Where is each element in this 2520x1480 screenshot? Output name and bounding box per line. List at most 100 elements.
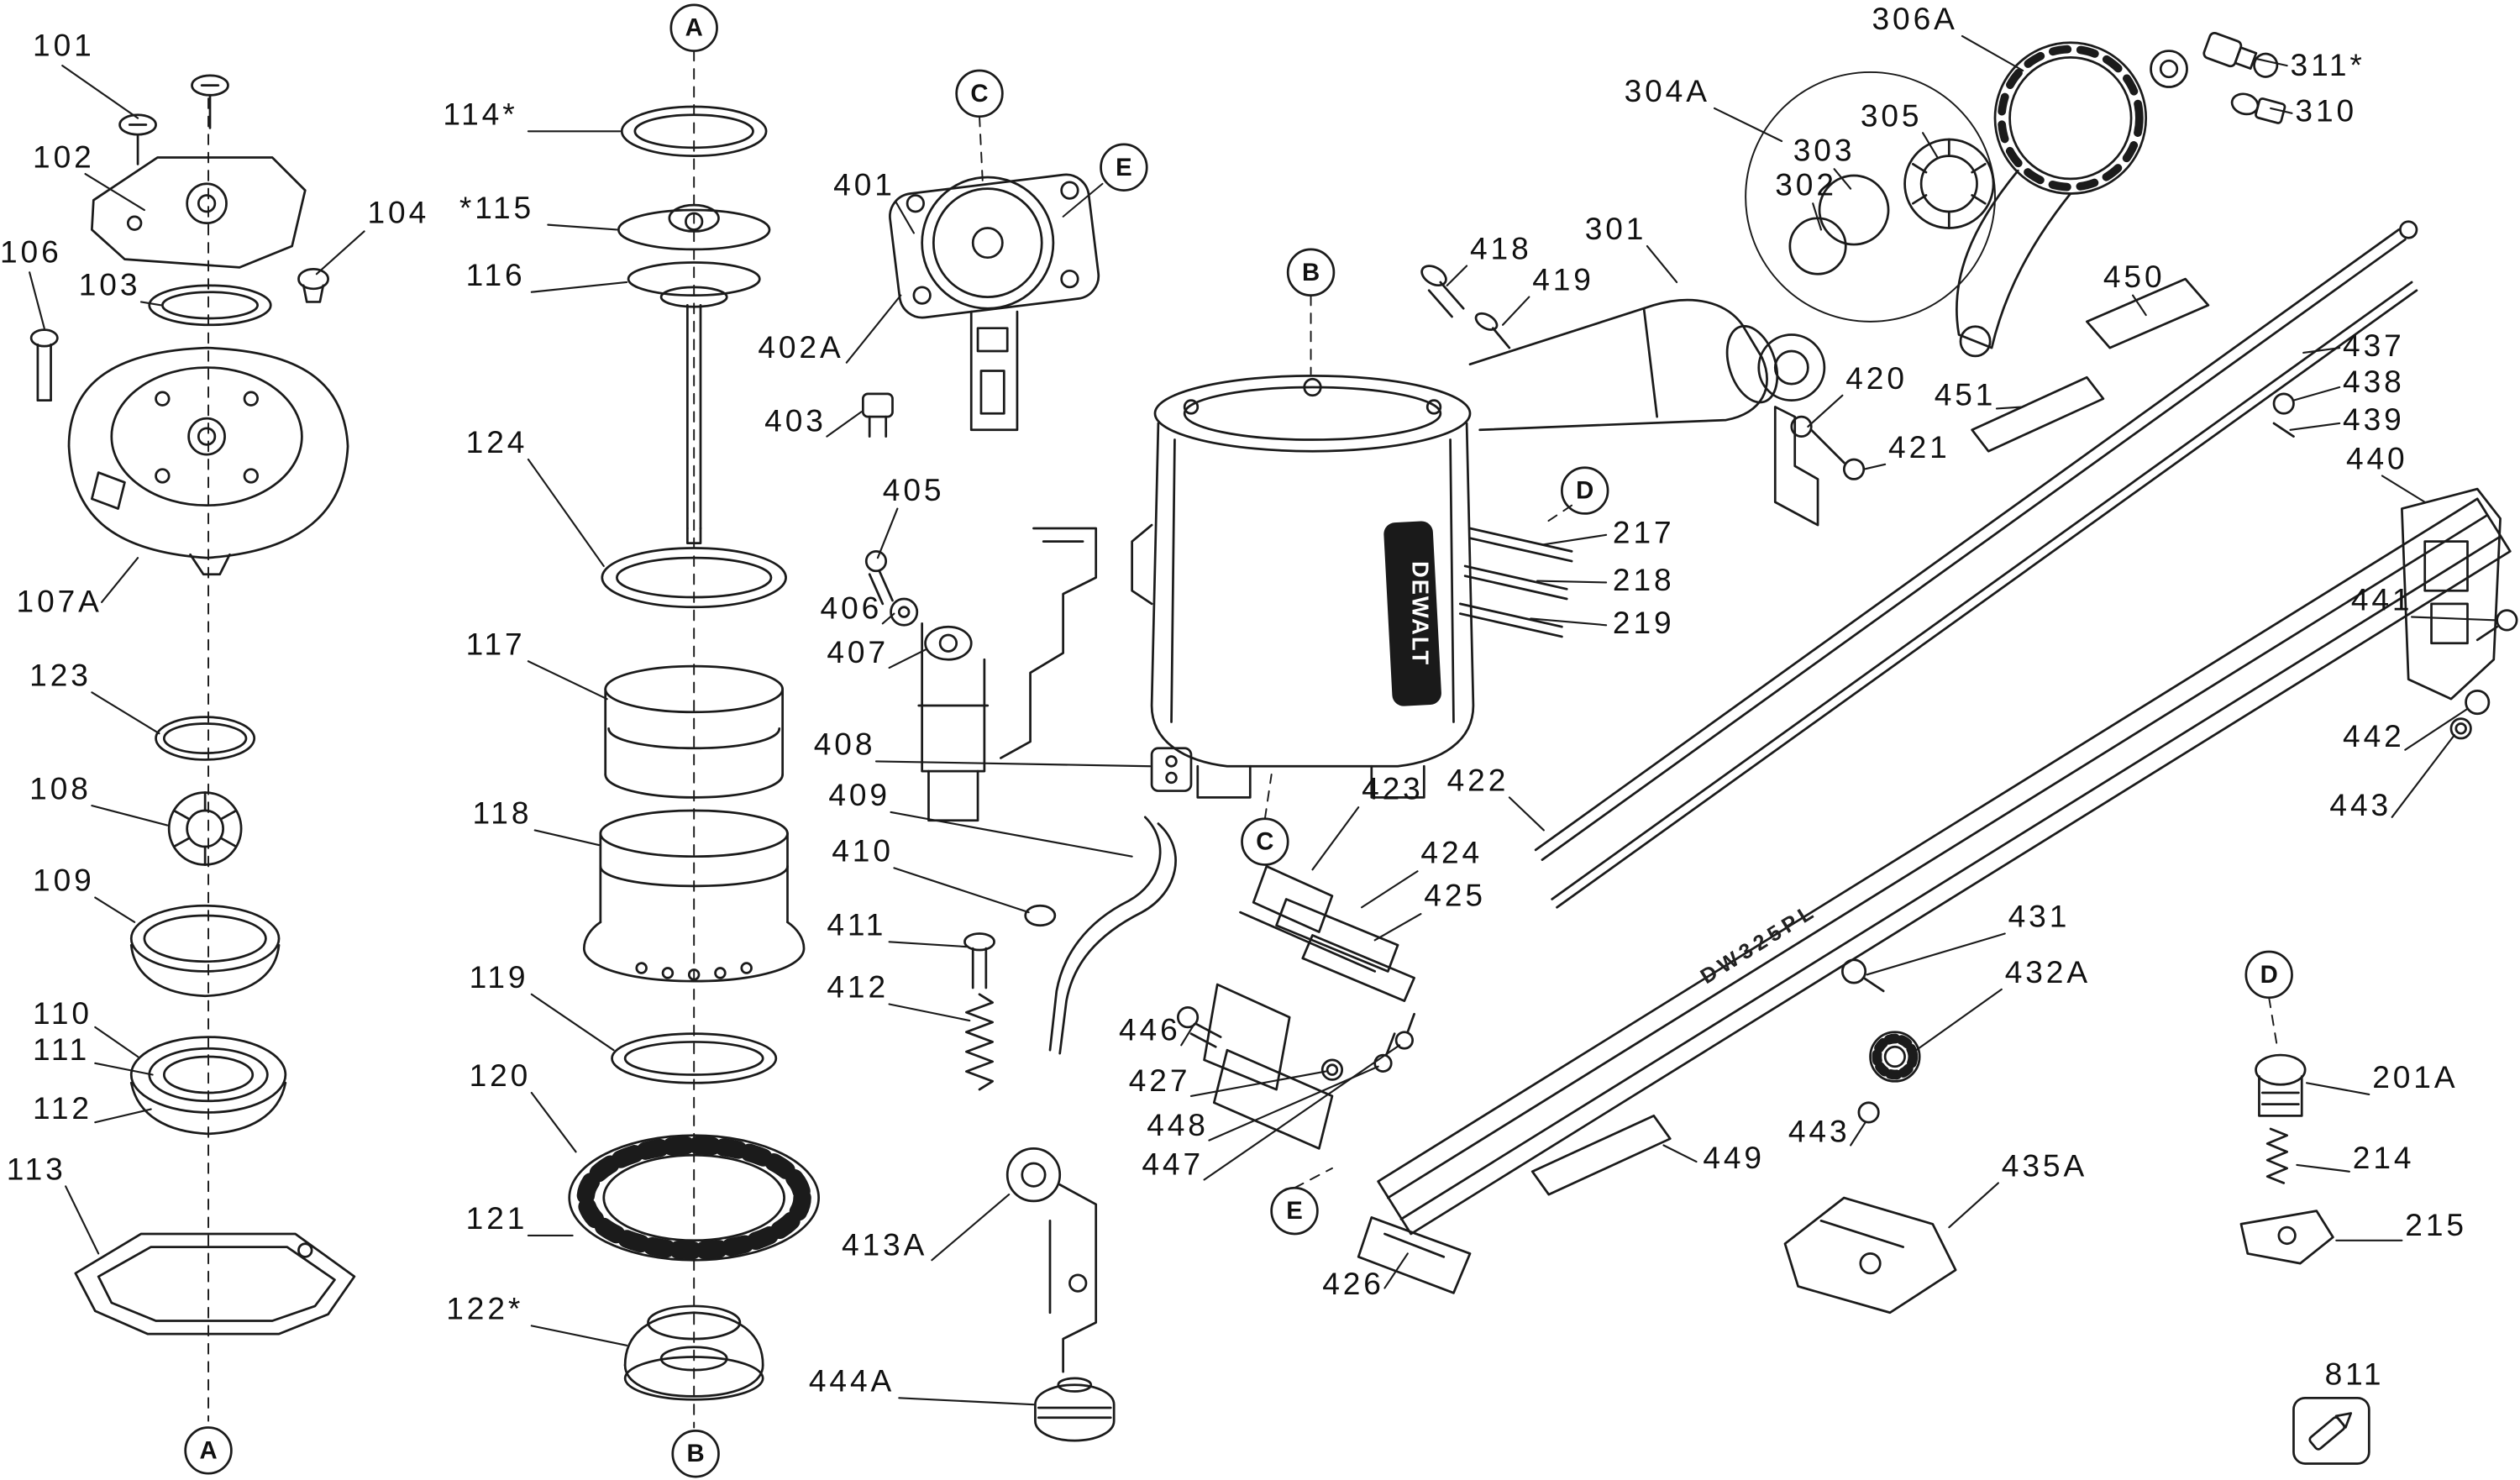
leader-line-116 — [530, 281, 628, 293]
leader-line-443 — [1850, 1121, 1866, 1147]
part-412-spring-art — [965, 993, 995, 1091]
part-label-302: 302 — [1775, 166, 1837, 202]
part-label-427: 427 — [1129, 1063, 1191, 1098]
part-label-421: 421 — [1888, 429, 1950, 464]
part-label-426: 426 — [1322, 1266, 1384, 1301]
part-label-218: 218 — [1613, 562, 1675, 597]
leader-line-104 — [315, 230, 365, 276]
part-432A-gear-art — [1869, 1031, 1921, 1083]
model-number-text: DW325PL — [1697, 899, 1822, 989]
part-114-oring-art — [620, 105, 768, 157]
part-435A-housing-art — [1783, 1196, 1957, 1315]
part-420-421-bracket-art — [1773, 406, 1866, 527]
leader-line-301 — [1646, 244, 1678, 284]
part-214-spring-art — [2265, 1127, 2289, 1184]
leader-line-413A — [931, 1194, 1011, 1262]
leader-line-441 — [2411, 616, 2498, 622]
leader-line-422 — [1508, 796, 1545, 832]
leader-line-407 — [888, 648, 927, 669]
part-449-plate-art — [1530, 1114, 1672, 1196]
section-marker-A: A — [184, 1426, 233, 1475]
leader-line-103 — [139, 301, 162, 307]
handle-art — [1468, 298, 1826, 432]
leader-line-311* — [2256, 58, 2288, 67]
part-label-123: 123 — [29, 658, 92, 693]
leader-line-426 — [1383, 1252, 1409, 1289]
part-label-110: 110 — [33, 995, 92, 1031]
part-label-104: 104 — [368, 195, 430, 230]
leader-line-107A — [101, 557, 139, 603]
svg-text:D: D — [1576, 477, 1593, 505]
part-101-screws-art — [118, 74, 229, 165]
part-label-217: 217 — [1613, 515, 1675, 550]
part-115-piston-art — [617, 203, 771, 251]
leader-line-405 — [876, 507, 899, 559]
part-label-419: 419 — [1532, 262, 1594, 297]
svg-text:C: C — [1256, 828, 1273, 856]
leader-line-425 — [1373, 912, 1422, 942]
part-403-screw-art — [861, 392, 894, 438]
leader-line-302 — [1812, 202, 1823, 231]
part-label-219: 219 — [1613, 605, 1675, 640]
part-label-450: 450 — [2103, 259, 2166, 294]
part-label-451: 451 — [1935, 376, 1997, 412]
leader-line-447 — [1203, 1044, 1401, 1181]
part-108-retainer-art — [167, 791, 243, 866]
part-label-107A: 107A — [17, 584, 102, 619]
leader-line-450 — [2131, 294, 2147, 317]
part-label-410: 410 — [832, 833, 894, 869]
part-107A-cap-art — [67, 346, 349, 576]
leader-line-410 — [893, 867, 1030, 914]
part-106-screw-art — [29, 328, 59, 402]
part-label-*115: *115 — [459, 190, 534, 225]
part-label-305: 305 — [1861, 97, 1923, 133]
leader-line-109 — [94, 896, 136, 923]
part-label-215: 215 — [2405, 1207, 2467, 1242]
leader-line-305 — [1921, 132, 1939, 159]
part-441-443-fasteners-art — [2449, 609, 2518, 740]
trip-valve-art — [2239, 996, 2370, 1465]
svg-text:E: E — [1116, 154, 1132, 181]
leader-line-409 — [890, 811, 1133, 858]
part-label-418: 418 — [1470, 231, 1532, 266]
part-310-fitting-art — [2230, 92, 2286, 124]
part-446-448-fasteners-art — [1176, 1006, 1415, 1081]
part-426-bracket-art — [1357, 1216, 1472, 1294]
part-label-401: 401 — [833, 166, 895, 202]
part-117-cylinder-art — [604, 664, 785, 799]
part-label-122*: 122* — [446, 1291, 523, 1326]
part-label-402A: 402A — [758, 329, 843, 365]
leader-line-101 — [61, 65, 139, 119]
leader-line-403 — [826, 411, 863, 438]
leader-line-423 — [1311, 806, 1360, 871]
dewalt-label-plate — [1383, 521, 1441, 706]
leader-line-119 — [530, 993, 615, 1052]
leader-line-440 — [2381, 475, 2426, 503]
part-label-101: 101 — [33, 27, 95, 62]
part-413A-trip-art — [1005, 1147, 1098, 1373]
part-118-sleeve-art — [582, 809, 806, 983]
section-marker-A: A — [669, 3, 718, 52]
part-label-405: 405 — [883, 472, 945, 507]
leader-line-113 — [65, 1185, 100, 1255]
leader-line-123 — [91, 691, 160, 735]
svg-text:E: E — [1286, 1197, 1303, 1225]
part-306A-cap-art — [1956, 41, 2148, 358]
part-label-412: 412 — [827, 969, 889, 1005]
part-102-plate-art — [91, 156, 307, 269]
leader-line-306A — [1961, 34, 2024, 72]
part-label-108: 108 — [29, 770, 92, 806]
part-label-113: 113 — [7, 1152, 66, 1187]
leader-line-122* — [530, 1325, 628, 1346]
part-label-214: 214 — [2353, 1140, 2415, 1175]
leader-line-304A — [1713, 107, 1783, 143]
section-marker-C: C — [1241, 817, 1289, 866]
part-label-443: 443 — [2329, 787, 2391, 822]
part-122-bumper-art — [623, 1304, 764, 1401]
svg-text:A: A — [199, 1436, 217, 1464]
leader-line-120 — [530, 1091, 577, 1153]
part-label-447: 447 — [1142, 1147, 1204, 1182]
leader-line-451 — [1995, 406, 2024, 410]
